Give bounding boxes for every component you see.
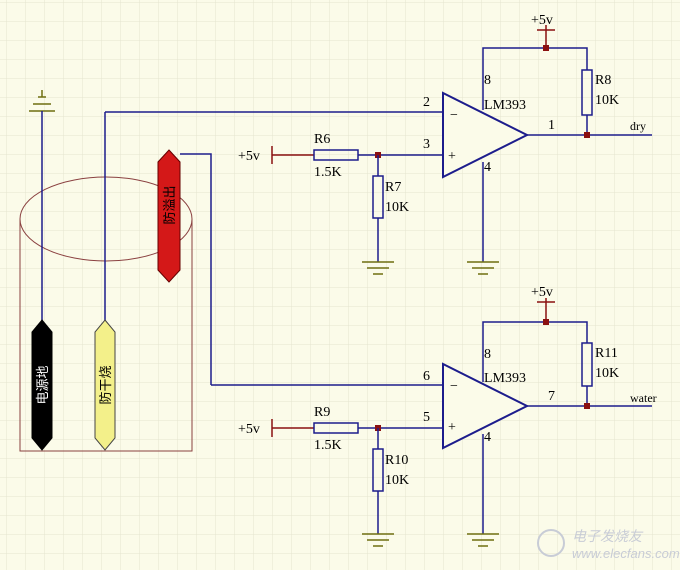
- opamp-bottom-triangle: [442, 362, 530, 450]
- resistor-r10: R10 10K: [372, 448, 409, 492]
- opamp-bottom-pin-vcc: 8: [484, 347, 491, 362]
- r11-value: 10K: [595, 366, 619, 381]
- vcc-top-label: +5v: [531, 13, 553, 28]
- opamp-bottom-pin-inv: 6: [423, 369, 430, 384]
- opamp-bottom-name: LM393: [484, 371, 526, 386]
- opamp-top-pin-noninv: 3: [423, 137, 430, 152]
- opamp-bottom-minus: −: [450, 379, 458, 394]
- r6-ref: R6: [314, 132, 330, 147]
- resistor-r11: R11 10K: [581, 342, 619, 387]
- probe-ground-symbol: [29, 90, 55, 112]
- ground-symbol-top-opamp: [467, 261, 499, 275]
- watermark-line1: 电子发烧友: [572, 529, 644, 545]
- opamp-top-pin-inv: 2: [423, 95, 430, 110]
- vcc-bottom-label: +5v: [531, 285, 553, 300]
- opamp-top: − + LM393 2 3 1 8 4: [423, 73, 555, 179]
- probe-overflow: 防溢出: [157, 149, 181, 283]
- r7-ref: R7: [385, 180, 401, 195]
- wire-overflow-probe: [180, 153, 212, 385]
- junction-top-vcc: [543, 45, 549, 51]
- r10-value: 10K: [385, 473, 409, 488]
- output-top-label: dry: [630, 119, 646, 133]
- opamp-top-pin-gnd: 4: [484, 160, 491, 175]
- junction-top-out: [584, 132, 590, 138]
- r9-ref: R9: [314, 405, 330, 420]
- r10-ref: R10: [385, 453, 408, 468]
- opamp-top-pin-out: 1: [548, 118, 555, 133]
- r11-ref: R11: [595, 346, 618, 361]
- tank-body: [19, 219, 193, 452]
- r8-value: 10K: [595, 93, 619, 108]
- junction-bottom-out: [584, 403, 590, 409]
- opamp-top-pin-vcc: 8: [484, 73, 491, 88]
- opamp-top-plus: +: [448, 149, 456, 164]
- r9-value: 1.5K: [314, 438, 342, 453]
- probe-overflow-label: 防溢出: [162, 185, 178, 224]
- junction-bottom-vcc: [543, 319, 549, 325]
- wire-top-vcc: [482, 47, 588, 110]
- probe-ground-label: 电源地: [36, 365, 51, 404]
- r7-value: 10K: [385, 200, 409, 215]
- opamp-bottom-plus: +: [448, 420, 456, 435]
- r8-ref: R8: [595, 73, 611, 88]
- opamp-top-name: LM393: [484, 98, 526, 113]
- water-tank: [19, 176, 193, 452]
- probe-dry: 防干烧: [94, 319, 116, 451]
- probe-ground: 电源地: [31, 319, 53, 451]
- opamp-top-minus: −: [450, 108, 458, 123]
- opamp-bottom-pin-gnd: 4: [484, 430, 491, 445]
- ground-symbol-r7: [362, 261, 394, 275]
- r6-value: 1.5K: [314, 165, 342, 180]
- opamp-bottom-pin-out: 7: [548, 389, 555, 404]
- r9-supply-label: +5v: [238, 422, 260, 437]
- opamp-top-triangle: [442, 91, 530, 179]
- opamp-bottom-pin-noninv: 5: [423, 410, 430, 425]
- watermark: 电子发烧友 www.elecfans.com: [537, 529, 680, 561]
- watermark-logo-icon: [537, 529, 565, 557]
- resistor-r9: R9 1.5K: [313, 405, 359, 453]
- probe-dry-label: 防干烧: [98, 365, 114, 404]
- wire-bottom-vcc: [482, 321, 588, 382]
- r6-supply-label: +5v: [238, 149, 260, 164]
- watermark-line2: www.elecfans.com: [572, 546, 680, 561]
- ground-symbol-bottom-opamp: [467, 533, 499, 547]
- resistor-r8: R8 10K: [581, 69, 619, 116]
- opamp-bottom: − + LM393 6 5 7 8 4: [423, 347, 555, 450]
- ground-symbol-r10: [362, 533, 394, 547]
- output-bottom-label: water: [630, 391, 657, 405]
